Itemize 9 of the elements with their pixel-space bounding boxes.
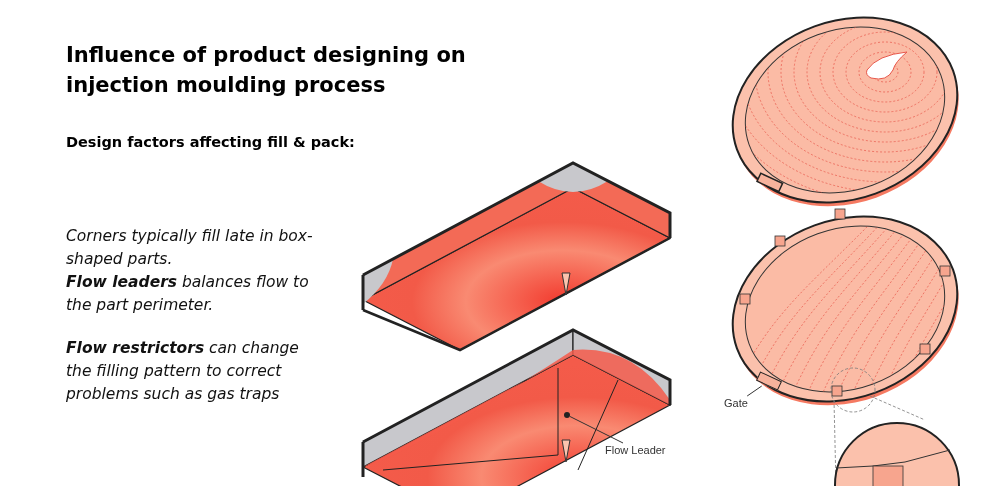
leader-line [746,385,763,397]
flow-leader-point [564,412,570,418]
paragraph: Flow restrictors can change the filling pattern to correct problems such as gas traps [66,338,300,405]
subheading: Design factors affecting fill & pack: [66,134,355,150]
paragraph: Flow leaders balances flow to the part perimeter. [66,272,310,316]
part-label: Flow Leader [605,443,666,457]
title: Influence of product designing on injection moulding process [66,42,467,99]
part-label: Gate [724,396,748,410]
paragraph: Corners typically fill late in box-shaped parts. [66,226,314,270]
